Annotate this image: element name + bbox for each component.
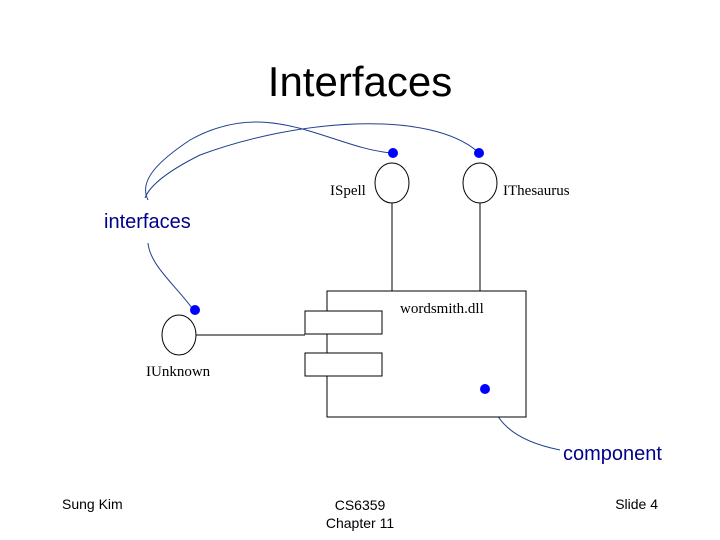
ithesaurus-interface-circle [462, 162, 498, 204]
ithesaurus-label: IThesaurus [503, 183, 570, 199]
ispell-dot [388, 148, 398, 158]
slide-title: Interfaces [267, 58, 453, 105]
component-tab-bottom [304, 352, 383, 377]
component-name-label: wordsmith.dll [400, 301, 484, 317]
interfaces-callout-label: interfaces [104, 211, 191, 233]
interfaces-callout-line-iunknown [147, 242, 193, 309]
footer-course: CS6359 Chapter 11 [300, 496, 420, 532]
ithesaurus-dot [474, 148, 484, 158]
iunknown-interface-circle [161, 314, 197, 356]
footer-course-chapter: Chapter 11 [325, 515, 395, 531]
footer-author: Sung Kim [62, 496, 123, 512]
ispell-interface-circle [374, 162, 410, 204]
component-dot [480, 384, 490, 394]
interfaces-callout-line-ispell [145, 121, 393, 201]
iunknown-label: IUnknown [146, 364, 211, 380]
component-callout-label: component [563, 443, 662, 465]
component-tab-top [304, 310, 383, 335]
footer-slide-number: Slide 4 [615, 496, 658, 512]
footer-course-code: CS6359 [334, 497, 386, 513]
iunknown-dot [190, 305, 200, 315]
ispell-label: ISpell [330, 183, 366, 199]
interfaces-callout-line-ithesaurus [144, 123, 479, 199]
